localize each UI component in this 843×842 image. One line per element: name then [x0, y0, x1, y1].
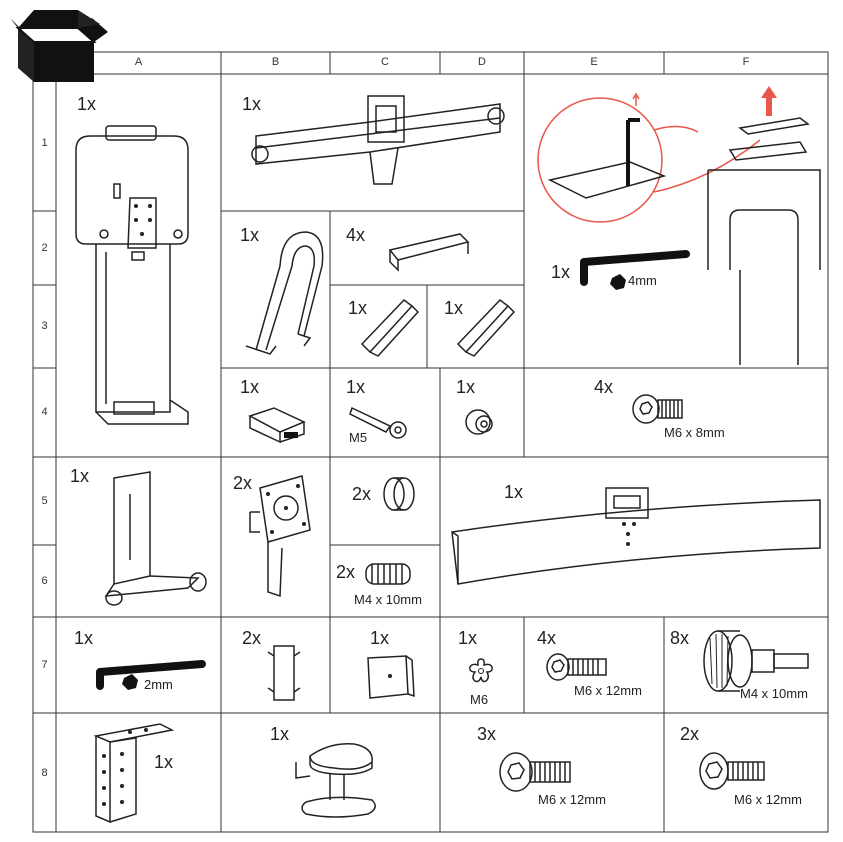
- row-header-7: 7: [41, 659, 48, 671]
- thumb-screw-illustration: [703, 630, 809, 692]
- grommet-bracket-illustration: [93, 723, 175, 824]
- column-header-f: F: [742, 56, 750, 68]
- rail-left-qty: 1x: [348, 298, 368, 318]
- nut-illustration: [465, 409, 493, 435]
- set-screw-spec: M4 x 10mm: [354, 592, 422, 607]
- hex-key-4-spec: 4mm: [628, 273, 657, 288]
- desk-clamp-illustration: [295, 743, 376, 818]
- clamp-bracket-qty: 1x: [240, 225, 260, 245]
- screw-m6x12-c-qty: 2x: [680, 724, 700, 744]
- column-header-d: D: [478, 56, 486, 68]
- star-knob-spec: M6: [470, 692, 489, 707]
- cap-qty: 2x: [352, 484, 372, 504]
- grommet-bracket-qty: 1x: [154, 752, 174, 772]
- rail-long-qty: 4x: [346, 225, 366, 245]
- screw-m6x8-illustration: [632, 394, 683, 424]
- arm-qty: 1x: [242, 94, 262, 114]
- nut-qty: 1x: [456, 377, 476, 397]
- hex-key-2-spec: 2mm: [144, 677, 173, 692]
- l-bracket-illustration: [104, 471, 207, 606]
- screw-m6x12-c-spec: M6 x 12mm: [734, 792, 802, 807]
- screw-m6x12-b-spec: M6 x 12mm: [538, 792, 606, 807]
- column-header-a: A: [134, 56, 143, 68]
- thumb-screw-qty: 8x: [670, 628, 690, 648]
- pole-base-illustration: [75, 125, 189, 425]
- bolt-m5-spec: M5: [349, 430, 368, 445]
- star-knob-illustration: [469, 658, 493, 683]
- clamp-bracket-illustration: [245, 231, 324, 355]
- row-header-8: 8: [41, 767, 48, 779]
- set-screw-qty: 2x: [336, 562, 356, 582]
- row-header-5: 5: [41, 495, 48, 507]
- clip-illustration: [248, 407, 306, 444]
- rail-right-illustration: [456, 299, 516, 357]
- row-header-6: 6: [41, 575, 48, 587]
- thumb-screw-spec: M4 x 10mm: [740, 686, 808, 701]
- hex-key-4-qty: 1x: [551, 262, 571, 282]
- column-header-e: E: [590, 56, 598, 68]
- screw-m6x12-a-spec: M6 x 12mm: [574, 683, 642, 698]
- rail-left-illustration: [360, 299, 420, 357]
- rail-long-illustration: [388, 233, 470, 272]
- screw-m6x12-b-illustration: [499, 752, 571, 792]
- crossbar-illustration: [451, 487, 821, 585]
- pole-base-qty: 1x: [77, 94, 97, 114]
- bolt-m5-illustration: [349, 406, 407, 439]
- cover-plate-illustration: [367, 655, 415, 699]
- screw-m6x12-a-qty: 4x: [537, 628, 557, 648]
- screw-m6x12-c-illustration: [699, 752, 765, 790]
- cover-plate-qty: 1x: [370, 628, 390, 648]
- cap-illustration: [383, 477, 415, 511]
- spring-clip-qty: 2x: [242, 628, 262, 648]
- arm-illustration: [251, 95, 505, 185]
- star-knob-qty: 1x: [458, 628, 478, 648]
- desk-clamp-qty: 1x: [270, 724, 290, 744]
- detail-illustration: [537, 86, 821, 365]
- spring-clip-illustration: [267, 645, 301, 701]
- column-header-b: B: [271, 56, 280, 68]
- hex-key-2-illustration: [96, 660, 206, 690]
- box-icon: [10, 10, 108, 82]
- vesa-plate-qty: 2x: [233, 473, 253, 493]
- row-header-4: 4: [41, 406, 48, 418]
- clip-qty: 1x: [240, 377, 260, 397]
- rail-right-qty: 1x: [444, 298, 464, 318]
- screw-m6x8-spec: M6 x 8mm: [664, 425, 725, 440]
- row-header-2: 2: [41, 242, 48, 254]
- set-screw-illustration: [365, 563, 411, 585]
- hex-key-2-qty: 1x: [74, 628, 94, 648]
- crossbar-qty: 1x: [504, 482, 524, 502]
- bolt-m5-qty: 1x: [346, 377, 366, 397]
- l-bracket-qty: 1x: [70, 466, 90, 486]
- row-header-3: 3: [41, 320, 48, 332]
- vesa-plate-illustration: [249, 475, 311, 598]
- column-header-c: C: [381, 56, 389, 68]
- screw-m6x8-qty: 4x: [594, 377, 614, 397]
- screw-m6x12-a-illustration: [546, 653, 607, 681]
- row-header-1: 1: [41, 137, 48, 149]
- screw-m6x12-b-qty: 3x: [477, 724, 497, 744]
